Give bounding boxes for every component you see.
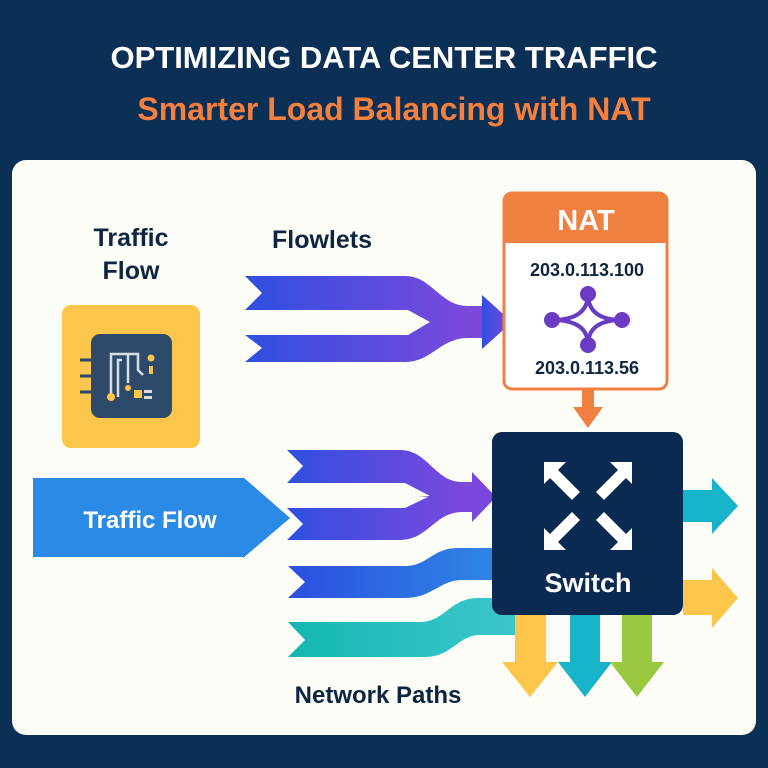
nat-ip-top: 203.0.113.100 (530, 260, 644, 280)
output-arrows (502, 478, 738, 697)
network-node-icon (544, 286, 630, 353)
chip-icon (62, 305, 200, 448)
flowlets-arrows-top (245, 276, 512, 362)
network-paths-label: Network Paths (295, 682, 462, 709)
nat-box: NAT 203.0.113.100 203.0.113.56 (502, 191, 669, 391)
switch-box: Switch (492, 432, 683, 615)
nat-to-switch-arrow (573, 390, 603, 428)
subtitle: Smarter Load Balancing with NAT (137, 91, 651, 127)
traffic-flow-label: Traffic Flow (83, 507, 217, 534)
flowlets-label: Flowlets (272, 226, 372, 254)
source-label-line2: Flow (103, 257, 160, 285)
switch-label: Switch (544, 568, 631, 598)
flowlets-arrows-bottom (287, 450, 520, 657)
nat-ip-bottom: 203.0.113.56 (535, 358, 639, 378)
traffic-flow-arrow: Traffic Flow (33, 477, 290, 558)
title: OPTIMIZING DATA CENTER TRAFFIC (110, 40, 657, 75)
nat-title: NAT (557, 205, 615, 237)
switch-arrows-icon (544, 462, 632, 550)
source-label-line1: Traffic (93, 224, 168, 252)
